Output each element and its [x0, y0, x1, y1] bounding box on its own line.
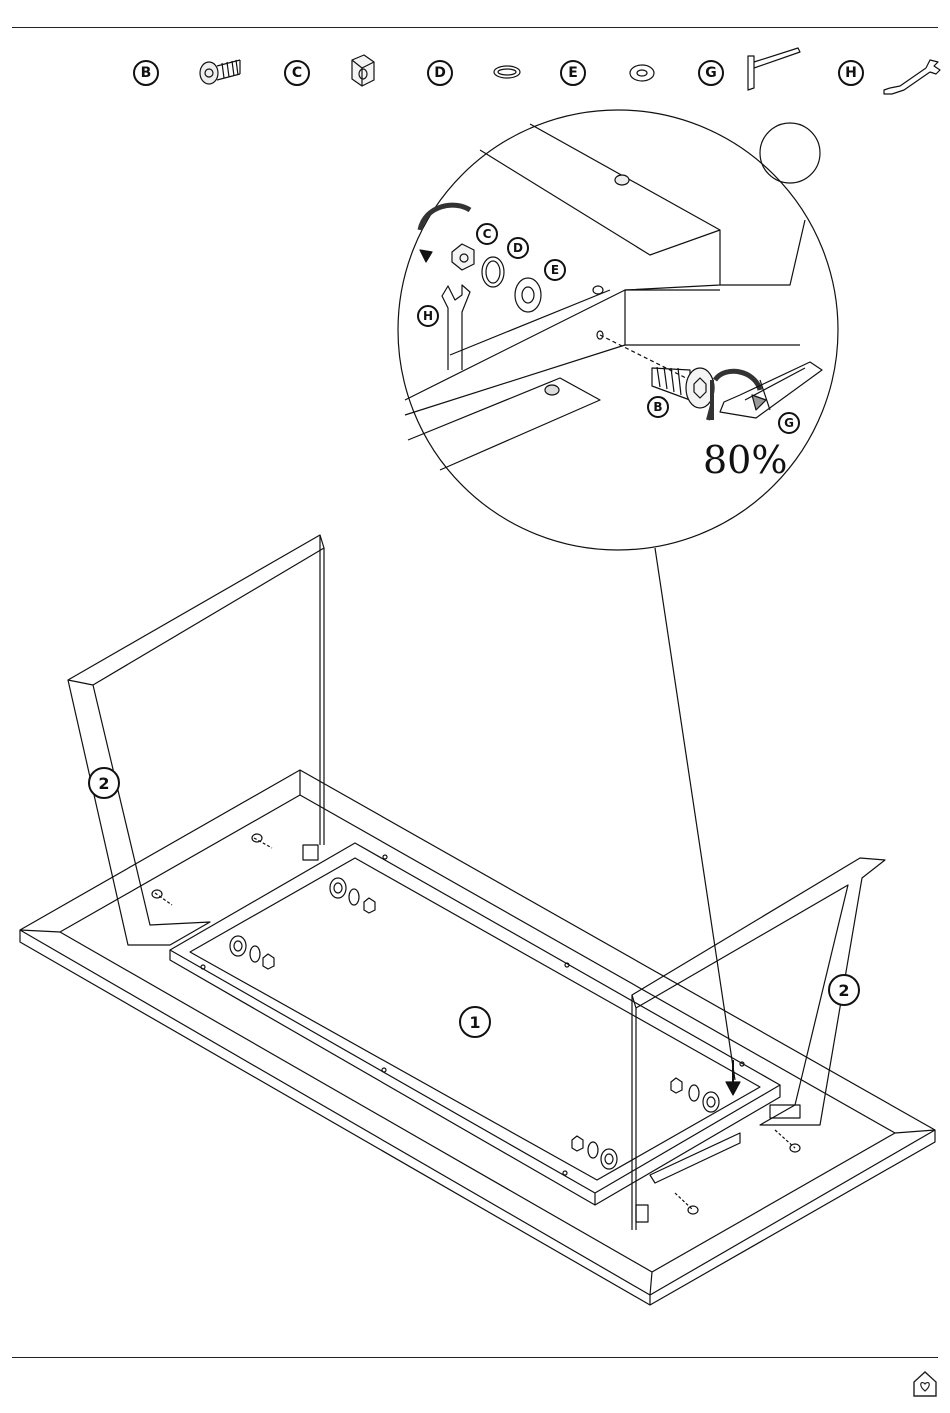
detail-label-d: D — [507, 237, 529, 259]
flat-washer-icon — [630, 65, 654, 81]
part-label-leg-left: 2 — [88, 767, 120, 799]
part-label-tabletop: 1 — [459, 1006, 491, 1038]
part-label-leg-right: 2 — [828, 974, 860, 1006]
bolt-icon — [200, 60, 240, 84]
detail-label-c: C — [476, 223, 498, 245]
hex-nut-icon — [352, 55, 374, 86]
wrench-icon — [884, 60, 940, 94]
allen-key-icon — [748, 48, 800, 90]
home-heart-logo-icon — [912, 1370, 938, 1398]
detail-label-h: H — [417, 305, 439, 327]
tighten-percent-label: 80% — [703, 438, 787, 482]
spring-washer-icon — [494, 66, 520, 78]
detail-label-b: B — [647, 396, 669, 418]
leg-right — [632, 858, 885, 1230]
detail-label-e: E — [544, 259, 566, 281]
detail-label-g: G — [778, 412, 800, 434]
detail-magnifier — [398, 110, 838, 1080]
